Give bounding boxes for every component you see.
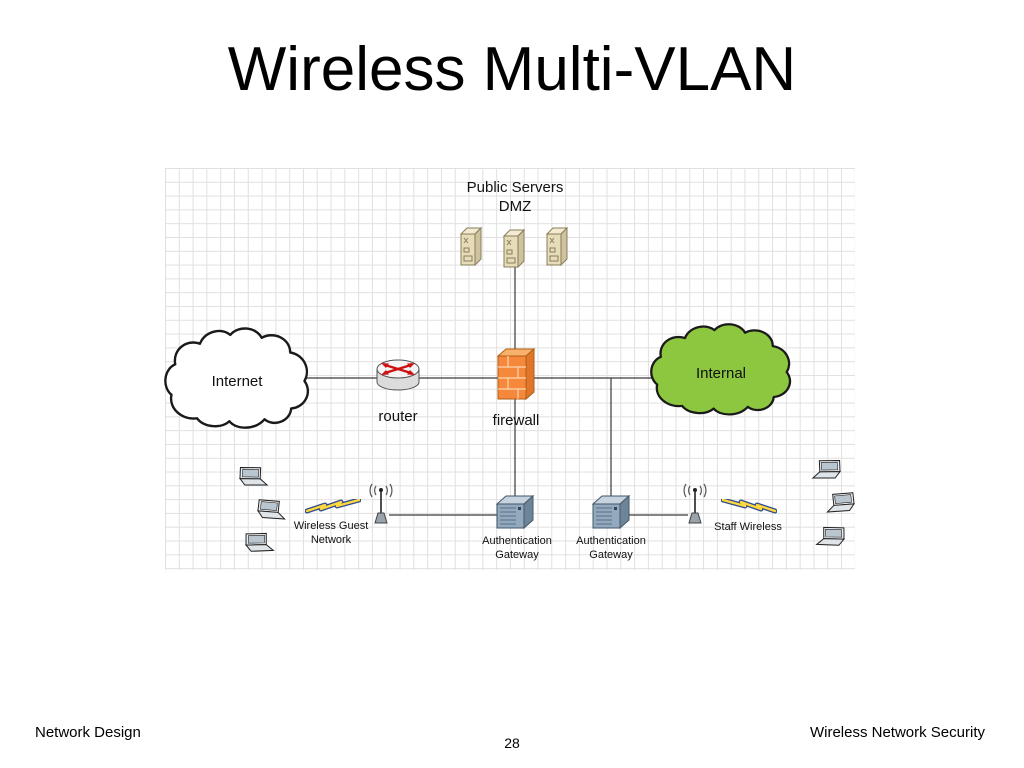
wireless-bolt-icon-right [721,499,777,517]
access-point-icon-right [683,483,707,525]
auth-gateway-right-label: Authentication Gateway [576,535,646,561]
dmz-server-icon [500,228,526,268]
laptop-icon [239,528,277,560]
internet-cloud-shape [164,327,310,429]
internal-cloud-icon [647,322,795,422]
staff-wireless-label: Staff Wireless [714,521,782,533]
internet-label: Internet [211,373,263,390]
footer-course-title: Network Design [35,724,141,741]
laptop-icon [824,490,860,518]
dmz-server-icon [457,226,483,266]
laptop-icon [252,497,288,525]
firewall-label: firewall [492,412,540,429]
laptop-icon [233,463,270,493]
dmz-server-icon [543,226,569,266]
bolt-yellow-stroke [305,499,361,513]
public-servers-dmz-label: Public Servers DMZ [466,179,564,215]
internet-cloud-icon [161,326,313,436]
laptop-icon [809,456,846,486]
page-number: 28 [504,735,520,751]
slide-title: Wireless Multi-VLAN [227,35,797,104]
firewall-icon [495,346,537,402]
auth-gateway-icon-left [495,493,535,531]
router-icon [374,355,422,397]
wireless-bolt-icon-left [305,499,361,517]
access-point-icon-left [369,483,393,525]
laptop-icon [813,522,851,554]
router-label: router [378,408,418,425]
auth-gateway-icon-right [591,493,631,531]
auth-gateway-left-label: Authentication Gateway [482,535,552,561]
bolt-yellow-stroke [721,499,777,513]
footer-topic-title: Wireless Network Security [809,724,985,741]
network-diagram: Public Servers DMZ [164,168,856,570]
internal-cloud-shape [650,323,792,416]
internal-label: Internal [695,365,747,382]
wireless-guest-network-label: Wireless Guest Network [293,520,369,546]
